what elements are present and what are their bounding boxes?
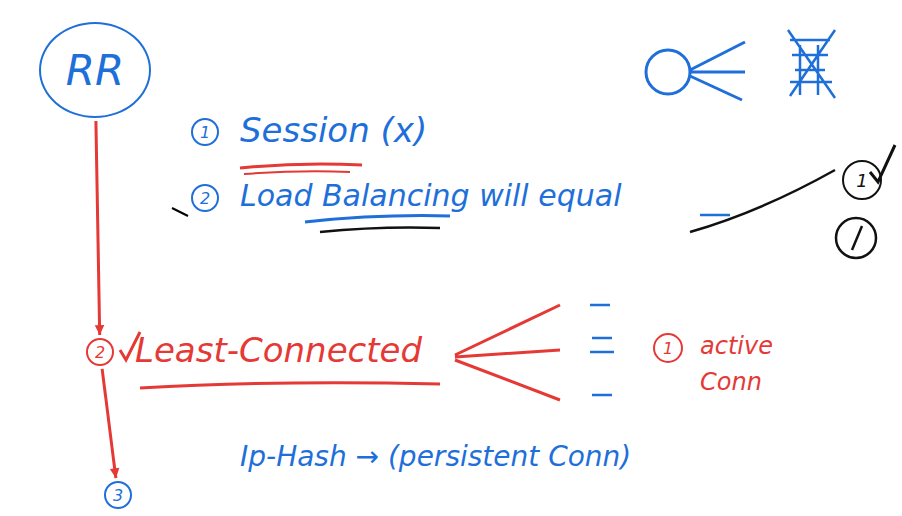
scribble-line [690, 170, 835, 232]
connector [102, 369, 116, 478]
rejected-circle [836, 218, 876, 258]
node-text: 1 [856, 170, 867, 191]
client-circle [646, 50, 690, 94]
check-mark [870, 145, 895, 182]
node-text: 2 [95, 343, 105, 362]
note-text: Load Balancing will equal [240, 178, 621, 213]
underline [244, 171, 350, 174]
arrow-head [95, 325, 105, 335]
note-text: active Conn [700, 328, 800, 400]
scribbled-servers [788, 30, 835, 98]
underline [305, 216, 450, 222]
node-text: 1 [663, 339, 673, 358]
underline [140, 383, 440, 388]
server-circle: 1 [653, 333, 683, 363]
node-text: RR [66, 46, 124, 95]
node-text: 2 [200, 189, 210, 208]
rr-circle: RR [39, 22, 151, 118]
node-text: 1 [200, 123, 210, 142]
slash [852, 226, 862, 250]
connector [96, 121, 100, 335]
step-number: 2 [191, 184, 219, 212]
method-name: Least-Connected [135, 330, 422, 370]
fan-lines [690, 42, 745, 100]
method-name: Ip-Hash → (persistent Conn) [240, 440, 631, 473]
tick-mark [172, 208, 188, 216]
underline [320, 228, 440, 233]
step-number: 3 [104, 481, 132, 509]
step-number: 2 [86, 338, 114, 366]
dash [700, 214, 730, 217]
note-text: Session (x) [240, 110, 427, 150]
underline [240, 164, 362, 168]
fan-lines [455, 305, 560, 400]
dash [590, 305, 614, 395]
step-number: 1 [191, 118, 219, 146]
server-circle: 1 [842, 160, 882, 200]
node-text: 3 [113, 486, 123, 505]
arrow-head [110, 468, 119, 478]
